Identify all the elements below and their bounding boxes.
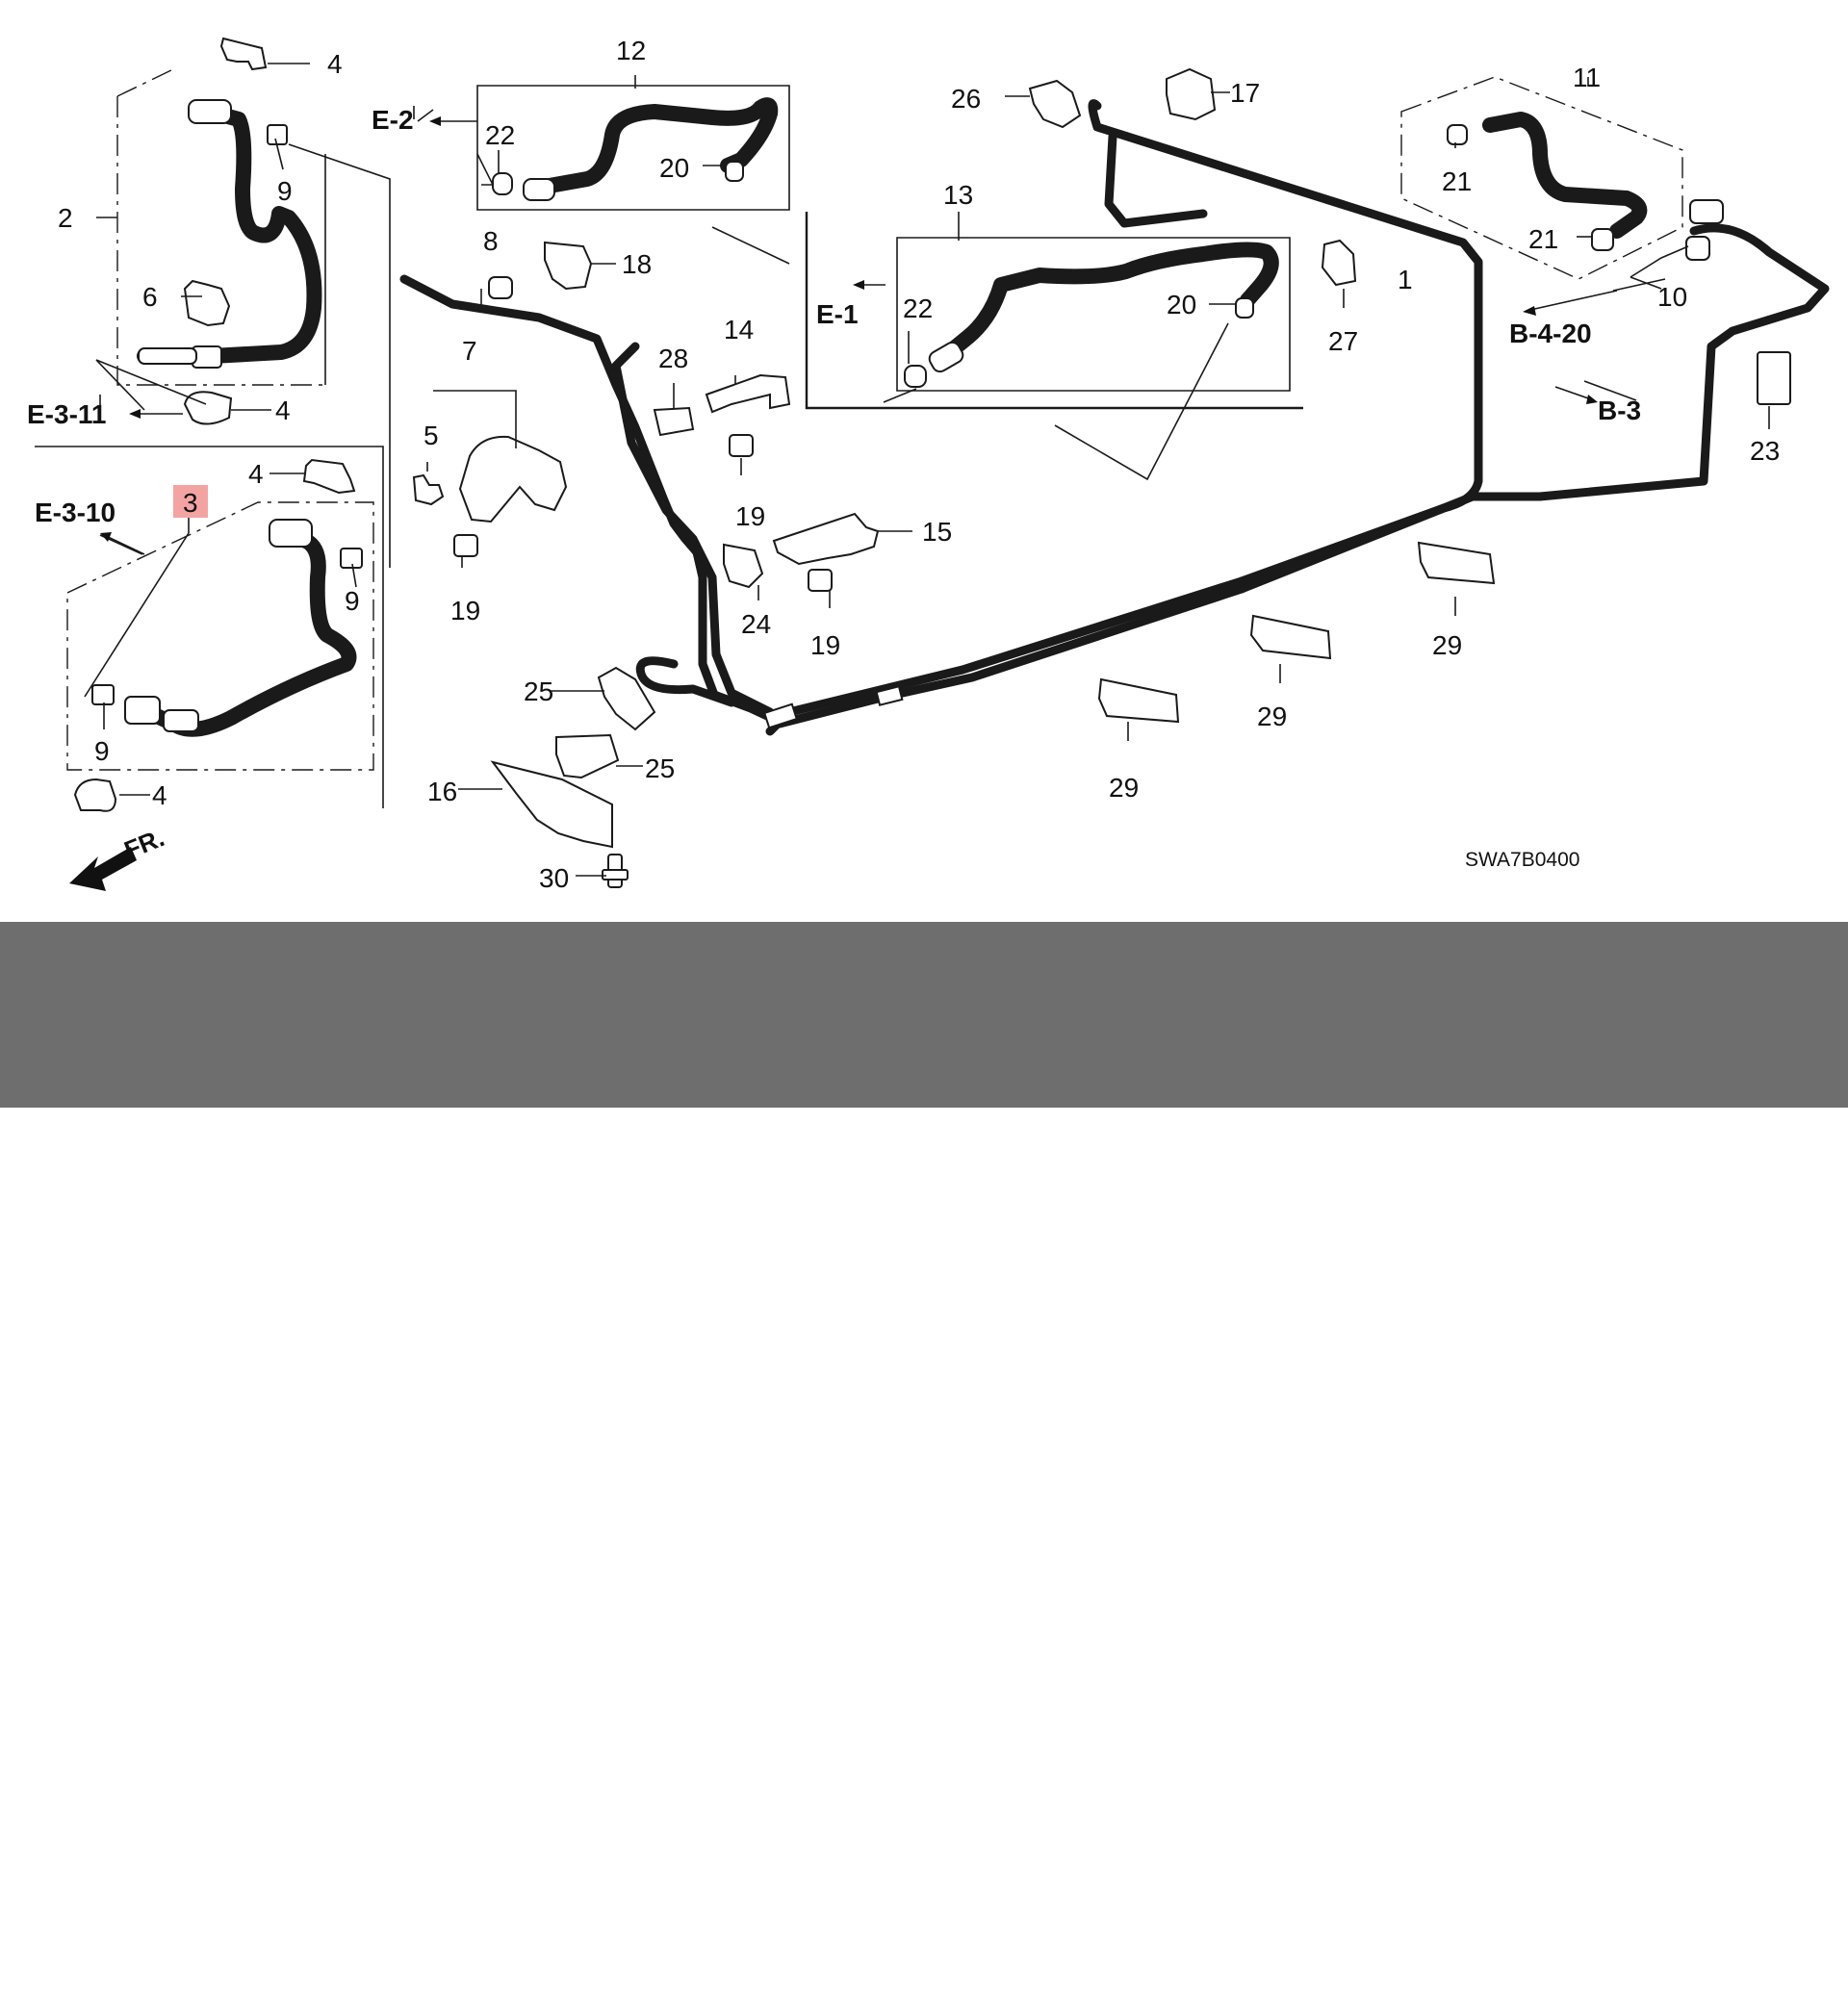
grommet-part-24: [723, 543, 764, 589]
part-label-7: 7: [462, 336, 477, 366]
clip-part-17: [1166, 67, 1217, 121]
part-label-21: 21: [1528, 224, 1558, 254]
clip-part-25-lower: [555, 733, 620, 779]
footer-part-number: 16722RZP003: [902, 1906, 1387, 1991]
hose-part-12: [523, 97, 779, 201]
part-label-19: 19: [810, 630, 840, 660]
part-label-4: 4: [152, 780, 167, 810]
clip-part-20: [725, 161, 1254, 319]
diagram-code: SWA7B0400: [1465, 849, 1579, 871]
footer-position: N - 3: [1491, 1906, 1655, 1991]
ref-b3: B-3: [1598, 396, 1641, 425]
part-label-19: 19: [735, 501, 765, 531]
hose-part-3: [124, 519, 357, 737]
ref-e310: E-3-10: [35, 498, 116, 527]
part-label-28: 28: [658, 344, 688, 373]
clamp-part-22: [492, 172, 927, 388]
bracket-part-16: [490, 760, 613, 849]
clip-part-6: [183, 279, 231, 327]
part-label-9: 9: [277, 176, 293, 206]
front-arrow-icon: [69, 847, 137, 891]
part-label-30: 30: [539, 863, 569, 893]
part-label-16: 16: [427, 777, 457, 806]
clip-part-4-mid: [302, 458, 356, 495]
part-label-23: 23: [1750, 436, 1780, 466]
ref-b420: B-4-20: [1509, 319, 1592, 348]
ref-e1: E-1: [816, 299, 859, 329]
bolt-part-30: [602, 854, 629, 888]
clip-part-29: [1097, 541, 1496, 724]
clip-part-4-left: [183, 391, 233, 425]
clip-part-25-upper: [597, 666, 656, 731]
part-label-29: 29: [1257, 702, 1287, 731]
part-label-24: 24: [741, 609, 771, 639]
parts-diagram: 1234444567899910111213141516171819191920…: [27, 36, 1830, 893]
part-label-11: 11: [1573, 63, 1601, 92]
footer-title: HONDA ACURA - 16722RZP003 N - 3: [294, 1911, 1654, 1986]
part-label-25: 25: [645, 753, 675, 783]
reference-arrows: [100, 116, 1618, 555]
part-label-29: 29: [1432, 630, 1462, 660]
clip-part-4-top: [219, 37, 268, 71]
footer-bar: HONDA ACURA - 16722RZP003 N - 3: [0, 922, 1848, 1986]
hose-part-14: [705, 373, 791, 414]
part-label-3: 3: [183, 488, 198, 518]
clip-part-23: [1757, 351, 1791, 405]
part-label-13: 13: [943, 180, 973, 210]
clip-part-1: [1689, 199, 1724, 224]
part-label-15: 15: [922, 517, 952, 547]
main-fuel-lines: [399, 99, 1830, 736]
part-3-highlight: [173, 485, 208, 518]
footer-brand: HONDA ACURA: [294, 1906, 836, 1991]
part-label-17: 17: [1230, 78, 1260, 108]
footer-separator: -: [857, 1906, 883, 1991]
bracket-part-15: [772, 512, 880, 566]
part-label-26: 26: [951, 84, 981, 114]
part-label-6: 6: [142, 282, 158, 312]
clamp-part-21: [1447, 124, 1614, 251]
part-label-9: 9: [345, 586, 360, 616]
clip-part-27: [1321, 239, 1357, 287]
part-label-4: 4: [327, 49, 343, 79]
hose-part-2: [137, 99, 322, 369]
part-label-25: 25: [524, 676, 553, 706]
part-label-2: 2: [58, 203, 73, 233]
part-label-14: 14: [724, 315, 754, 345]
part-label-9: 9: [94, 736, 110, 766]
clip-part-28: [653, 406, 695, 437]
part-number-labels: 1234444567899910111213141516171819191920…: [58, 36, 1780, 893]
part-label-8: 8: [483, 226, 499, 256]
ref-e311: E-3-11: [27, 399, 107, 429]
part-label-21: 21: [1442, 166, 1472, 196]
part-label-20: 20: [659, 153, 689, 183]
bracket-part-7: [458, 435, 568, 523]
part-label-20: 20: [1167, 290, 1196, 319]
nut-part-19: [453, 434, 833, 592]
part-label-22: 22: [485, 120, 515, 150]
part-label-22: 22: [903, 294, 933, 323]
part-label-5: 5: [424, 421, 439, 450]
clip-part-5: [412, 473, 445, 506]
part-label-12: 12: [616, 36, 646, 65]
part-label-29: 29: [1109, 773, 1139, 803]
part-label-19: 19: [450, 596, 480, 625]
clip-part-26: [1028, 79, 1082, 129]
part-label-1: 1: [1398, 265, 1413, 294]
clip-part-18: [544, 241, 593, 291]
part-label-10: 10: [1657, 282, 1687, 312]
hose-part-13: [928, 242, 1279, 373]
part-label-4: 4: [248, 459, 264, 489]
part-label-4: 4: [275, 396, 291, 425]
part-label-18: 18: [622, 249, 652, 279]
clip-part-4-bottom: [73, 778, 117, 812]
ref-e2: E-2: [372, 105, 414, 135]
clip-part-10: [1685, 236, 1710, 261]
hose-part-11: [1482, 112, 1648, 239]
grommet-part-8: [488, 276, 513, 299]
part-label-27: 27: [1328, 326, 1358, 356]
